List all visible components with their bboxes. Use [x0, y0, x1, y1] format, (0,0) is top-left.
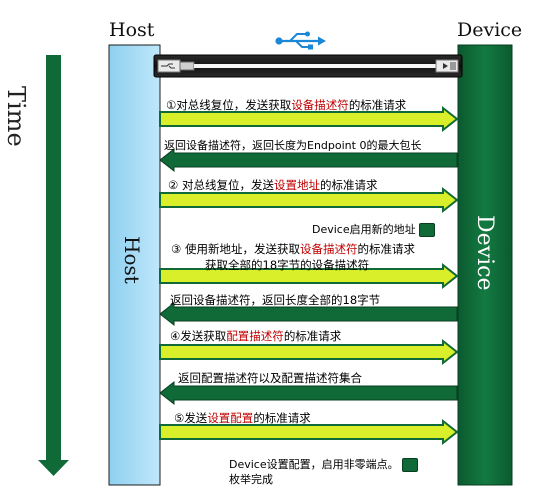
- message-8-label: ⑤发送设置配置的标准请求: [174, 411, 311, 425]
- time-axis-shaft: [46, 55, 61, 462]
- message-6-label: ④发送获取配置描述符的标准请求: [170, 329, 342, 343]
- usb-icon: [275, 31, 326, 50]
- message-4-line2: 获取全部的18字节的设备描述符: [205, 258, 370, 272]
- message-2-label: 返回设备描述符，返回长度为Endpoint 0的最大包长: [164, 139, 422, 152]
- message-7-label: 返回配置描述符以及配置描述符集合: [178, 371, 362, 385]
- message-4-label: ③ 使用新地址，发送获取设备描述符的标准请求: [171, 242, 415, 256]
- time-axis-arrowhead: [38, 460, 69, 476]
- message-arrow-3: [159, 186, 459, 214]
- message-1-label: ①对总线复位，发送获取设备描述符的标准请求: [166, 98, 407, 112]
- time-axis-label: Time: [2, 86, 30, 147]
- device-config-status-box: [401, 458, 418, 472]
- device-lane: [457, 44, 513, 486]
- host-column-label: Host: [109, 19, 155, 41]
- time-axis: [38, 55, 69, 476]
- enumeration-complete-note: 枚举完成: [229, 473, 273, 486]
- host-lane: [108, 44, 161, 486]
- message-arrow-5: [159, 301, 458, 327]
- message-3-label: ② 对总线复位，发送设置地址的标准请求: [168, 178, 378, 192]
- device-lane-label: Device: [472, 215, 497, 291]
- device-address-note: Device启用新的地址: [312, 223, 435, 237]
- message-arrow-6: [159, 338, 459, 366]
- device-address-status-box: [418, 223, 435, 237]
- message-arrow-2: [159, 147, 458, 173]
- device-column-label: Device: [457, 19, 523, 41]
- host-lane-label: Host: [120, 236, 144, 284]
- message-arrow-1: [159, 105, 459, 133]
- message-arrow-7: [159, 380, 458, 406]
- usb-cable-icon: [153, 54, 463, 78]
- message-arrows: [159, 105, 459, 446]
- message-arrow-4: [159, 262, 459, 290]
- message-arrow-8: [159, 418, 459, 446]
- message-5-label: 返回设备描述符，返回长度全部的18字节: [170, 293, 381, 307]
- device-config-note: Device设置配置，启用非零端点。: [229, 458, 418, 472]
